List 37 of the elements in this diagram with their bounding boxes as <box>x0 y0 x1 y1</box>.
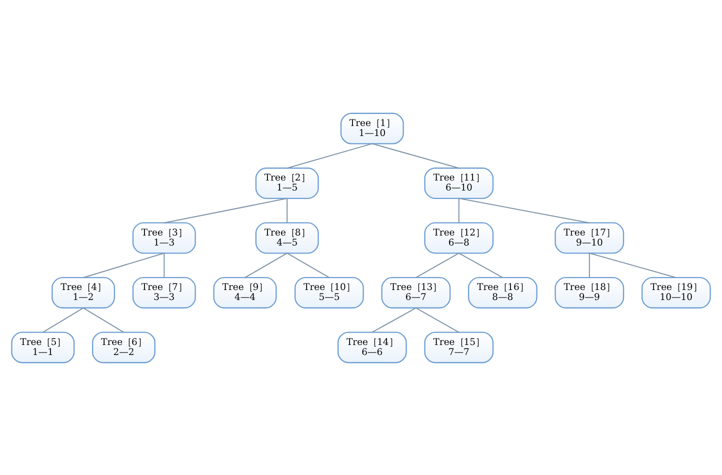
connector <box>286 252 330 278</box>
node-box: Tree［12］ 6—8 <box>424 222 494 254</box>
connector <box>458 198 460 222</box>
node-box: Tree［9］ 4—4 <box>213 276 277 308</box>
connector <box>589 252 676 278</box>
connector <box>416 306 460 332</box>
node-box: Tree［18］ 9—9 <box>554 276 624 308</box>
connector <box>458 252 503 278</box>
node-box: Tree［3］ 1—3 <box>132 222 196 254</box>
connector <box>164 252 165 278</box>
node-box: Tree［19］ 10—10 <box>641 276 711 308</box>
connector <box>286 142 372 168</box>
connector <box>164 197 288 223</box>
node-box: Tree［2］ 1—5 <box>255 167 319 198</box>
node-box: Tree［1］ 1—10 <box>340 112 404 144</box>
connector <box>372 142 460 168</box>
node-box: Tree［5］ 1—1 <box>11 331 75 363</box>
connector <box>83 252 164 278</box>
connector <box>83 306 124 332</box>
node-box: Tree［4］ 1—2 <box>52 276 116 308</box>
node-box: Tree［17］ 9—10 <box>554 222 624 254</box>
connector <box>372 306 416 332</box>
connector <box>416 252 460 278</box>
node-box: Tree［15］ 7—7 <box>424 331 494 363</box>
connector <box>458 197 590 223</box>
node-box: Tree［13］ 6—7 <box>381 276 451 308</box>
connector <box>244 252 288 278</box>
node-box: Tree［14］ 6—6 <box>337 331 407 363</box>
connector <box>588 252 590 278</box>
node-box: Tree［8］ 4—5 <box>255 222 319 254</box>
connector <box>286 198 288 222</box>
node-box: Tree［11］ 6—10 <box>424 167 494 198</box>
connector <box>42 306 84 332</box>
node-box: Tree［16］ 8—8 <box>468 276 538 308</box>
node-box: Tree［7］ 3—3 <box>132 276 196 308</box>
node-box: Tree［6］ 2—2 <box>92 331 156 363</box>
node-box: Tree［10］ 5—5 <box>294 276 364 308</box>
